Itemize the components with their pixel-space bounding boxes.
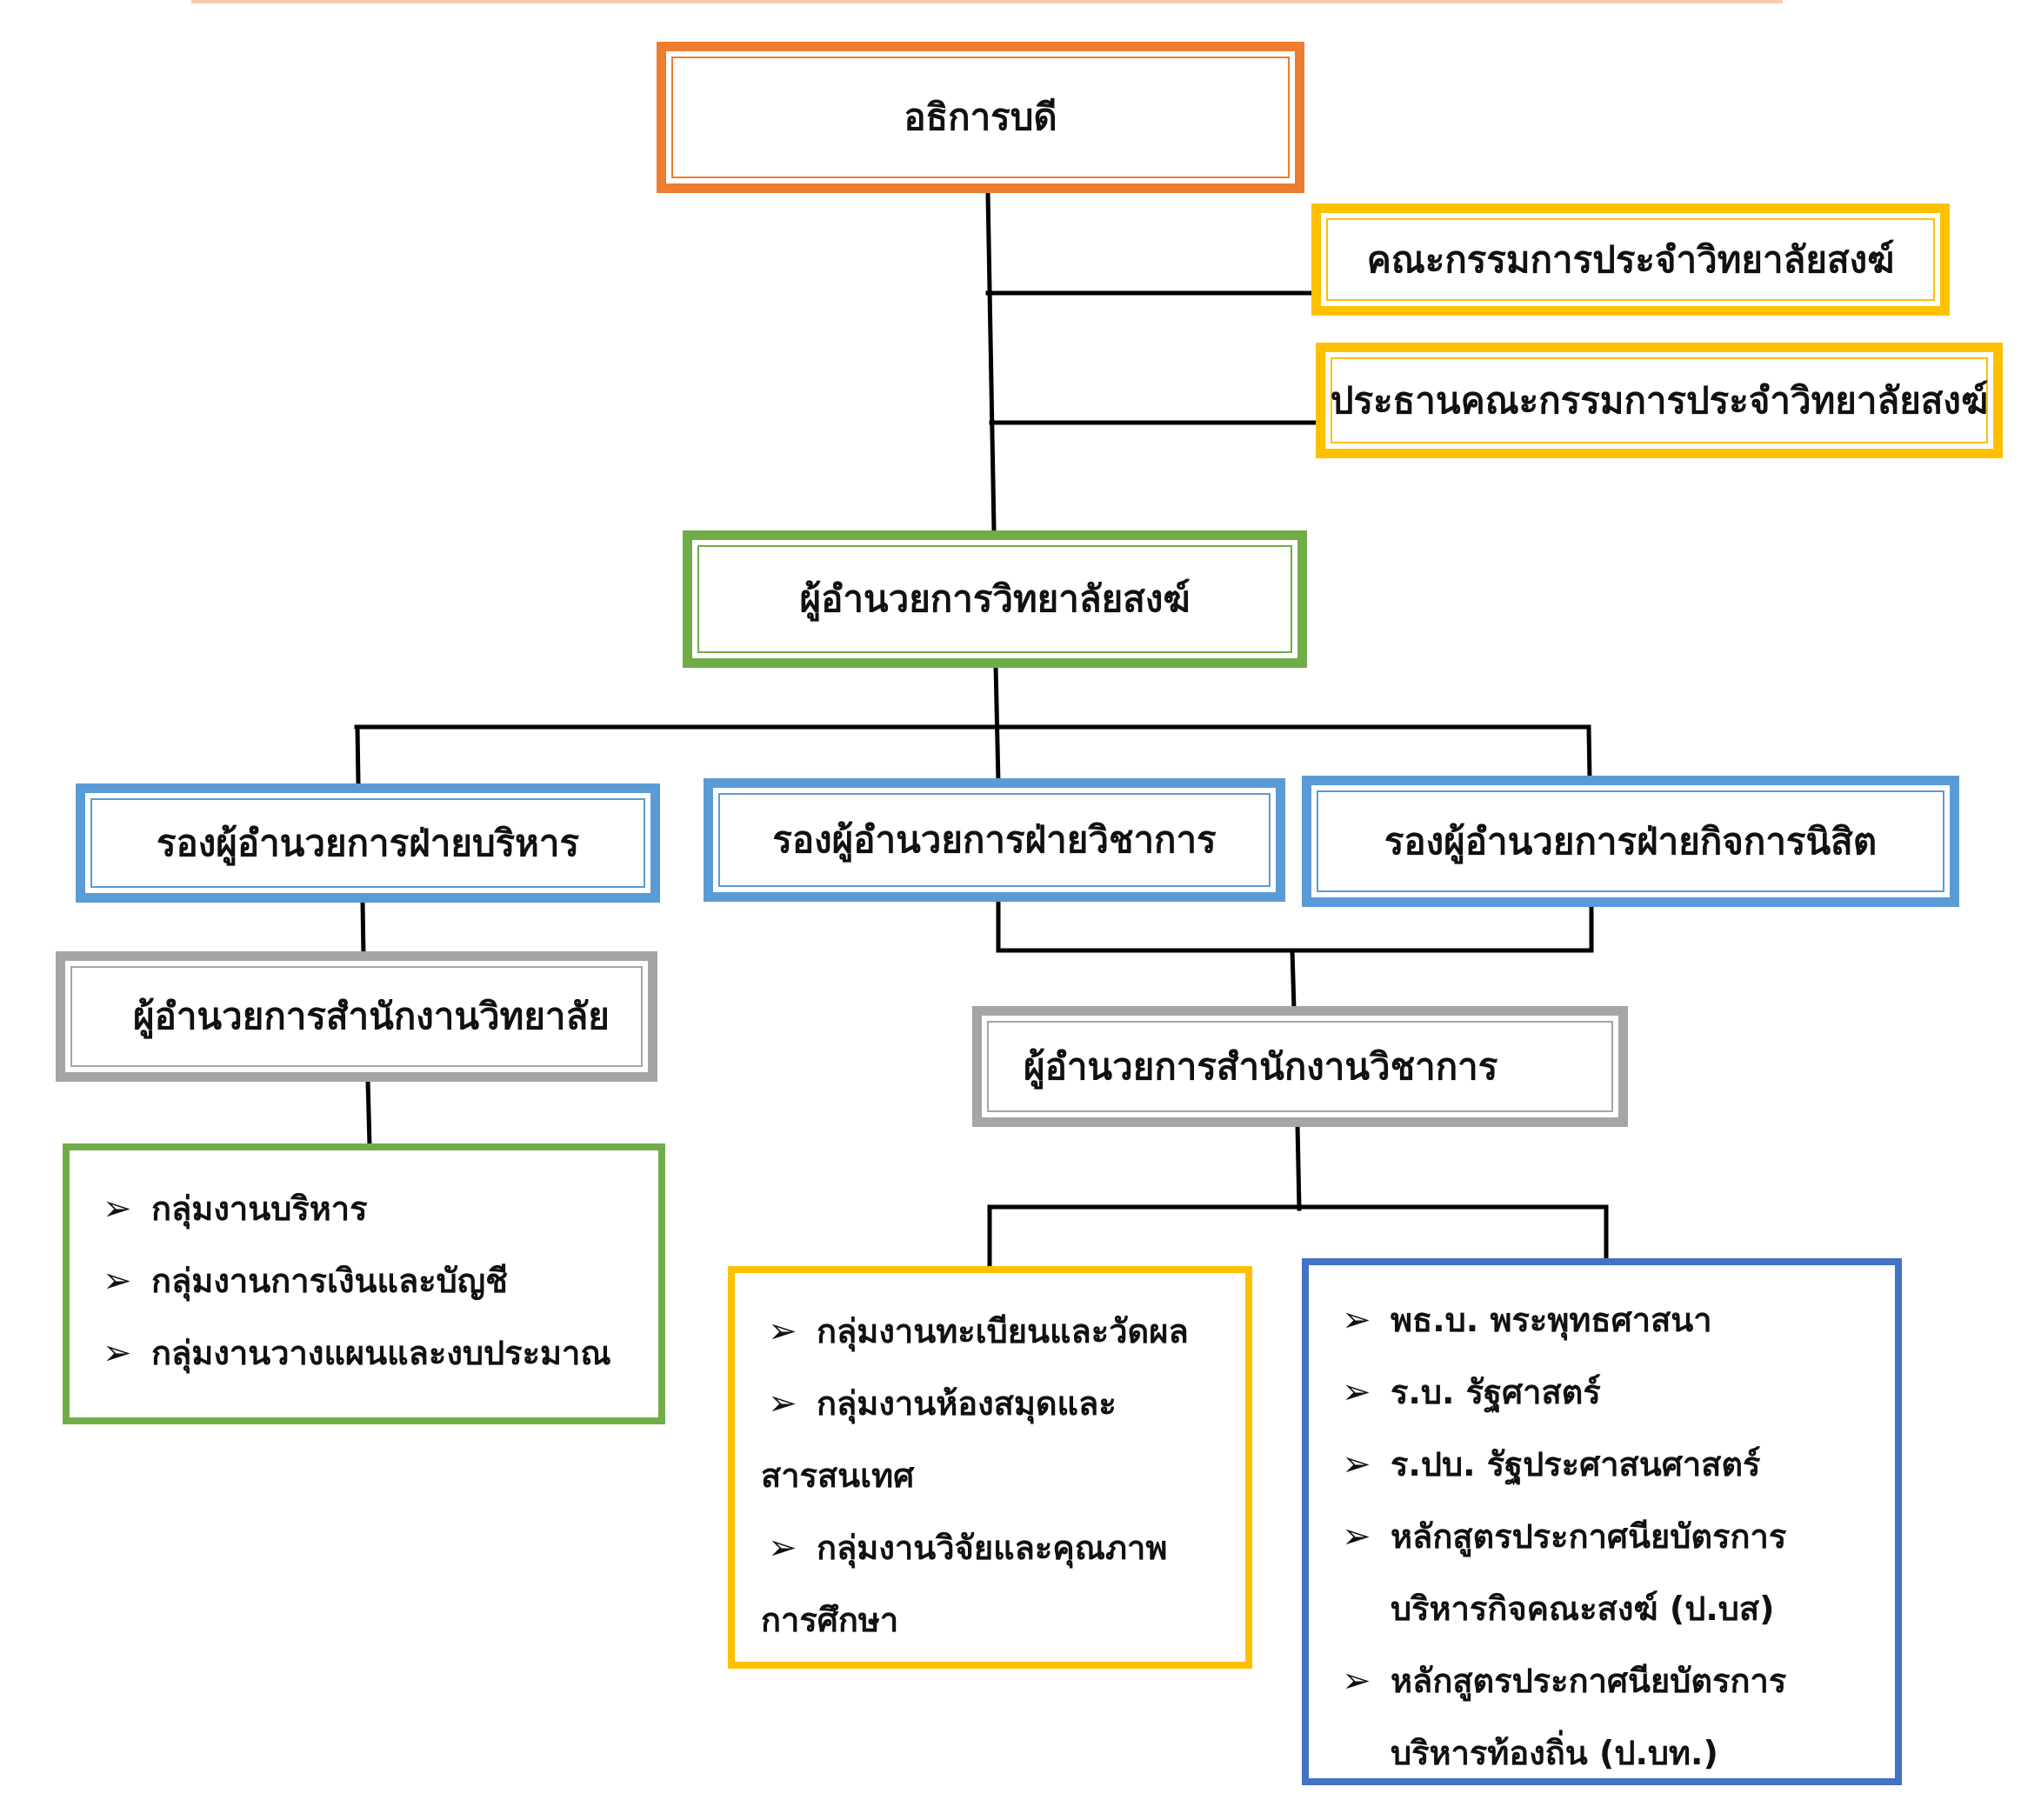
list-item: ➢กลุ่มงานบริหาร	[103, 1173, 632, 1245]
list-item: ➢กลุ่มงานห้องสมุดและ สารสนเทศ	[761, 1368, 1219, 1512]
connector-academic-office	[1290, 948, 1297, 1011]
connector-director-bus	[993, 663, 1001, 785]
arrow-bullet-icon: ➢	[103, 1333, 132, 1373]
deputy-academic-label: รองผู้อำนวยการฝ่ายวิชาการ	[772, 818, 1217, 861]
admin-groups-box: ➢กลุ่มงานบริหาร ➢กลุ่มงานการเงินและบัญชี…	[63, 1143, 665, 1424]
deputy-student-box: รองผู้อำนวยการฝ่ายกิจการนิสิต	[1302, 776, 1959, 907]
director-box: ผู้อำนวยการวิทยาลัยสงฆ์	[683, 530, 1307, 668]
committee-chair-box: ประธานคณะกรรมการประจำวิทยาลัยสงฆ์	[1316, 343, 2003, 458]
academic-office-director-box: ผู้อำนวยการสำนักงานวิชาการ	[972, 1006, 1628, 1127]
arrow-bullet-icon: ➢	[1342, 1372, 1371, 1412]
arrow-bullet-icon: ➢	[1342, 1444, 1371, 1484]
academic-office-director-label: ผู้อำนวยการสำนักงานวิชาการ	[1024, 1044, 1498, 1088]
office-director-label: ผู้อำนวยการสำนักงานวิทยาลัย	[133, 995, 610, 1037]
list-item: ➢กลุ่มงานทะเบียนและวัดผล	[768, 1296, 1219, 1368]
list-item: ➢หลักสูตรประกาศนียบัตรการ บริหารท้องถิ่น…	[1342, 1645, 1869, 1790]
committee-box: คณะกรรมการประจำวิทยาลัยสงฆ์	[1311, 203, 1950, 316]
list-item: ➢กลุ่มงานวางแผนและงบประมาณ	[103, 1317, 632, 1390]
arrow-bullet-icon: ➢	[103, 1189, 132, 1229]
deputy-admin-label: รองผู้อำนวยการฝ่ายบริหาร	[156, 821, 580, 864]
arrow-bullet-icon: ➢	[103, 1261, 132, 1301]
deputy-admin-box: รองผู้อำนวยการฝ่ายบริหาร	[76, 783, 660, 903]
list-item: ➢หลักสูตรประกาศนียบัตรการ บริหารกิจคณะสง…	[1342, 1501, 1869, 1645]
arrow-bullet-icon: ➢	[1342, 1517, 1371, 1557]
connector-office-groups	[365, 1077, 372, 1149]
director-label: ผู้อำนวยการวิทยาลัยสงฆ์	[799, 577, 1191, 620]
academic-groups-box: ➢กลุ่มงานทะเบียนและวัดผล ➢กลุ่มงานห้องสม…	[728, 1266, 1252, 1669]
list-item: ➢กลุ่มงานวิจัยและคุณภาพ การศึกษา	[761, 1512, 1219, 1657]
arrow-bullet-icon: ➢	[768, 1528, 797, 1568]
top-rule	[191, 0, 1783, 3]
president-box: อธิการบดี	[657, 42, 1304, 193]
committee-label: คณะกรรมการประจำวิทยาลัยสงฆ์	[1366, 237, 1895, 281]
list-item: ➢พธ.บ. พระพุทธศาสนา	[1342, 1284, 1869, 1357]
programs-box: ➢พธ.บ. พระพุทธศาสนา ➢ร.บ. รัฐศาสตร์ ➢ร.ป…	[1302, 1258, 1902, 1785]
deputy-academic-box: รองผู้อำนวยการฝ่ายวิชาการ	[704, 778, 1285, 902]
list-item: ➢ร.บ. รัฐศาสตร์	[1342, 1357, 1869, 1429]
list-item: ➢กลุ่มงานการเงินและบัญชี	[103, 1245, 632, 1317]
arrow-bullet-icon: ➢	[768, 1311, 797, 1351]
office-director-box: ผู้อำนวยการสำนักงานวิทยาลัย	[56, 951, 657, 1082]
president-label: อธิการบดี	[904, 96, 1057, 138]
connector-right-drop	[1586, 724, 1592, 781]
connector-president-director	[985, 190, 997, 533]
list-item: ➢ร.ปบ. รัฐประศาสนศาสตร์	[1342, 1429, 1869, 1501]
connector-admin-office	[360, 899, 366, 959]
arrow-bullet-icon: ➢	[1342, 1300, 1371, 1340]
deputy-student-label: รองผู้อำนวยการฝ่ายกิจการนิสิต	[1384, 819, 1878, 863]
arrow-bullet-icon: ➢	[1342, 1661, 1371, 1701]
arrow-bullet-icon: ➢	[768, 1383, 797, 1423]
connector-left-drop	[355, 724, 361, 785]
connector-office-down	[1295, 1122, 1302, 1211]
committee-chair-label: ประธานคณะกรรมการประจำวิทยาลัยสงฆ์	[1330, 378, 1989, 422]
